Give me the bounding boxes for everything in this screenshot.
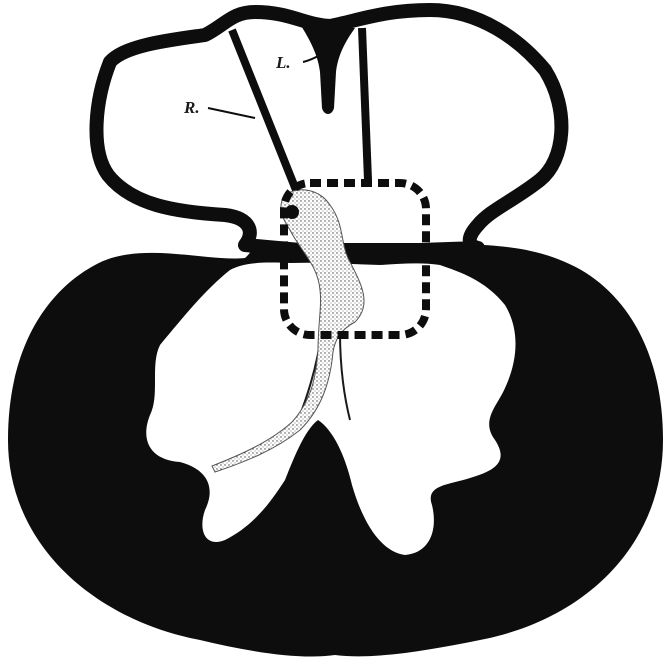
label-r: R. bbox=[183, 98, 200, 117]
label-l: L. bbox=[275, 53, 291, 72]
